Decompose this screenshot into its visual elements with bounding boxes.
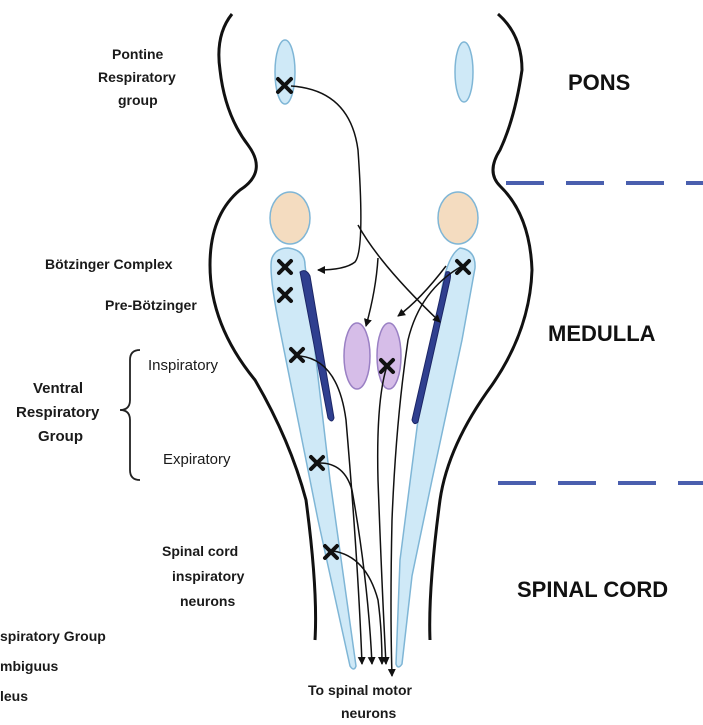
pontine-nucleus-right <box>455 42 473 102</box>
botzinger-complex-label: Bötzinger Complex <box>45 256 173 272</box>
vrg-label-line3: Group <box>38 428 83 445</box>
spinal-label-line3: neurons <box>180 593 235 609</box>
pathway-pontine-to-botzinger <box>291 86 361 270</box>
purple-nucleus-left <box>344 323 370 389</box>
spinal-label-line1: Spinal cord <box>162 543 238 559</box>
pathway-purple-right-down <box>378 366 387 664</box>
spinal-label-line2: inspiratory <box>172 568 244 584</box>
legend-item-2: mbiguus <box>0 658 58 674</box>
pathway-to-purple-left <box>366 258 378 326</box>
pre-botzinger-label: Pre-Bötzinger <box>105 297 197 313</box>
vrg-brace <box>120 350 140 480</box>
pontine-label-line1: Pontine <box>112 46 163 62</box>
vrg-label-line2: Respiratory <box>16 404 99 421</box>
legend-item-1: spiratory Group <box>0 628 106 644</box>
motor-label-line2: neurons <box>341 705 396 721</box>
vrg-label-line1: Ventral <box>33 380 83 397</box>
ventral-column-right <box>396 248 475 667</box>
region-label-spinal-cord: SPINAL CORD <box>517 577 668 603</box>
region-label-medulla: MEDULLA <box>548 321 656 347</box>
legend-item-3: leus <box>0 688 28 704</box>
pontine-nucleus-left <box>275 40 295 104</box>
inspiratory-label: Inspiratory <box>148 357 218 374</box>
purple-nucleus-right <box>377 323 401 389</box>
motor-label-line1: To spinal motor <box>308 682 412 698</box>
pontine-label-line2: Respiratory <box>98 69 176 85</box>
dorsal-group-right <box>438 192 478 244</box>
expiratory-label: Expiratory <box>163 451 231 468</box>
region-label-pons: PONS <box>568 70 630 96</box>
dorsal-group-left <box>270 192 310 244</box>
pontine-label-line3: group <box>118 92 158 108</box>
